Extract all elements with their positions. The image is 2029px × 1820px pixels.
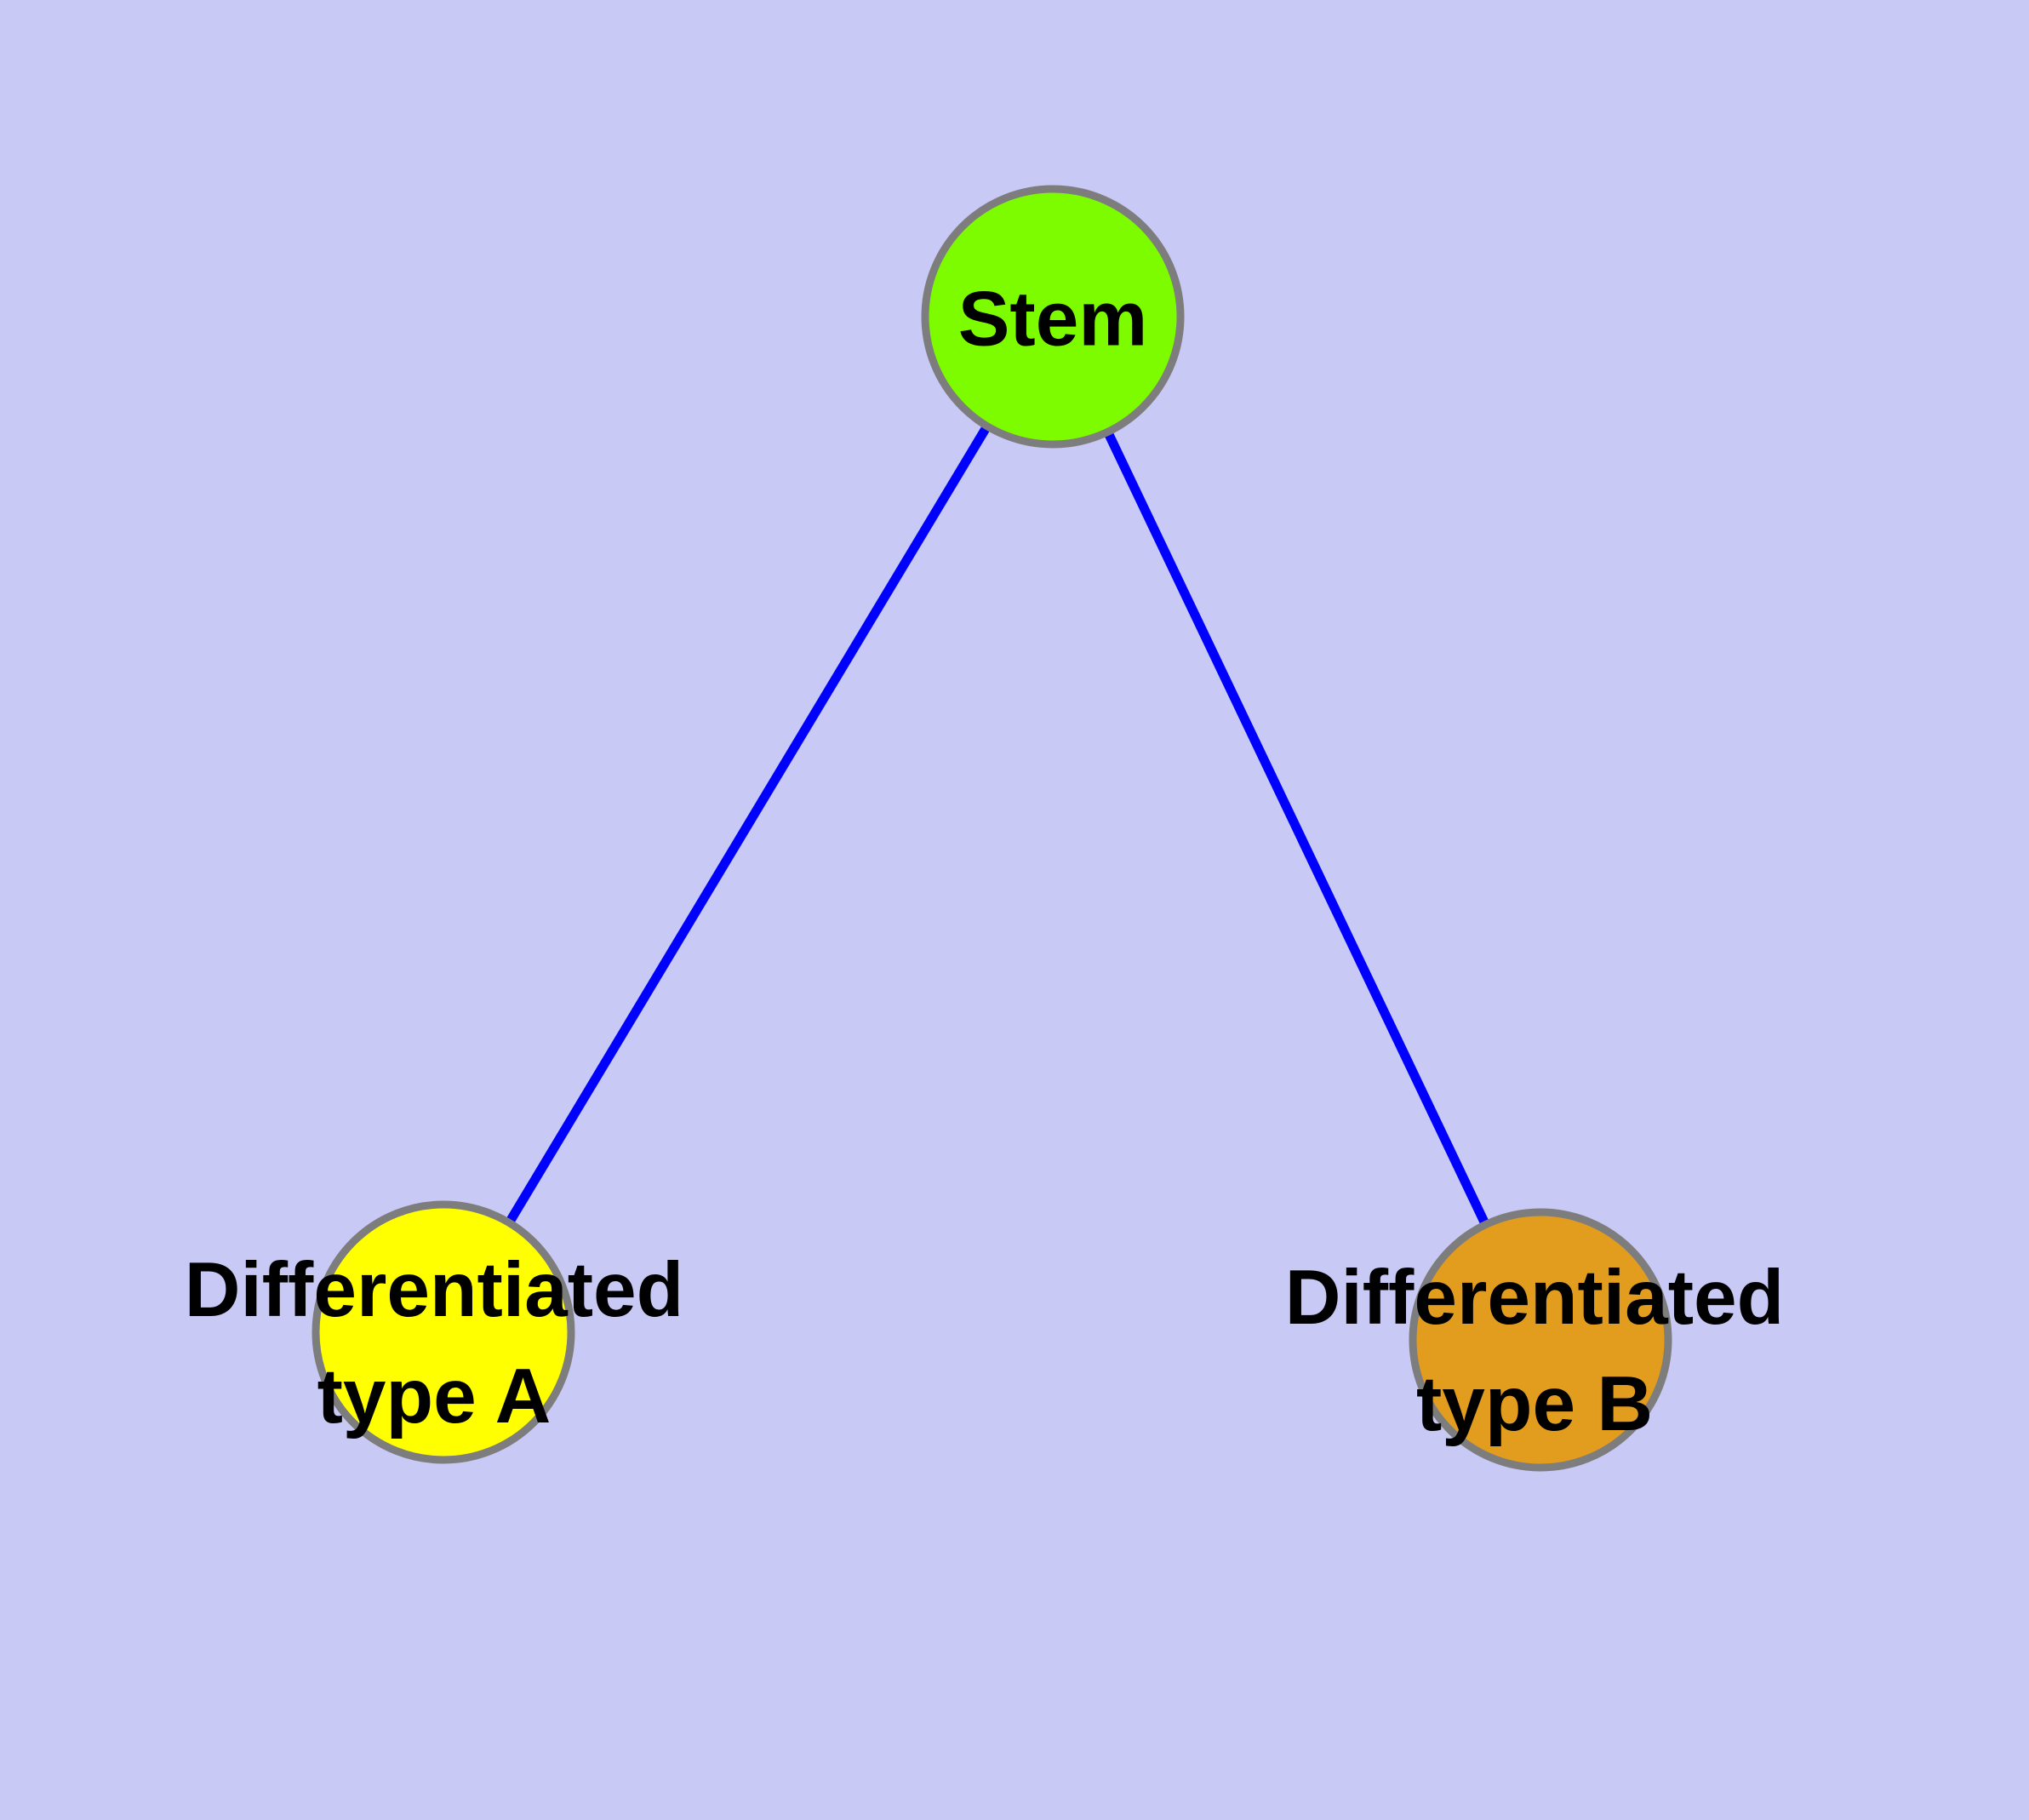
node-label-type-a-line2: type A: [317, 1354, 552, 1439]
node-label-stem-text: Stem: [957, 276, 1148, 363]
node-label-stem: Stem: [958, 266, 1148, 373]
edge-stem-to-type-a: [439, 314, 1057, 1335]
edge-stem-to-type-b: [1049, 314, 1545, 1342]
node-differentiated-type-b: [1409, 1208, 1672, 1472]
node-label-type-b-line2: type B: [1415, 1361, 1654, 1447]
node-label-type-a-line1: Differentiated: [184, 1247, 684, 1333]
node-stem: [921, 185, 1185, 449]
node-label-type-b-line1: Differentiated: [1284, 1255, 1785, 1341]
node-differentiated-type-a: [311, 1200, 575, 1464]
node-label-differentiated-type-b: Differentiated type B: [1285, 1245, 1785, 1457]
node-label-differentiated-type-a: Differentiated type A: [185, 1237, 684, 1450]
